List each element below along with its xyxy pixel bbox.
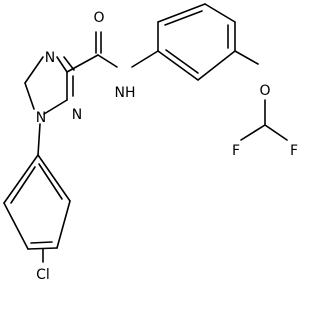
nitrogen-amide-label: NH — [115, 85, 136, 101]
atom-labels: O NH N N N O F F Cl — [36, 10, 298, 283]
nitrogen-triazole-4-label: N — [45, 50, 55, 66]
fluorine-right-label: F — [290, 143, 298, 159]
bond-lines — [3, 3, 288, 263]
oxygen-ether-label: O — [259, 83, 270, 99]
chlorine-label: Cl — [36, 267, 50, 283]
fluorine-left-label: F — [232, 143, 240, 159]
molecule-structure-diagram: O NH N N N O F F Cl — [3, 3, 298, 283]
oxygen-carbonyl-label: O — [93, 10, 104, 26]
nitrogen-triazole-1-label: N — [36, 110, 46, 126]
nitrogen-triazole-2-label: N — [72, 107, 82, 123]
